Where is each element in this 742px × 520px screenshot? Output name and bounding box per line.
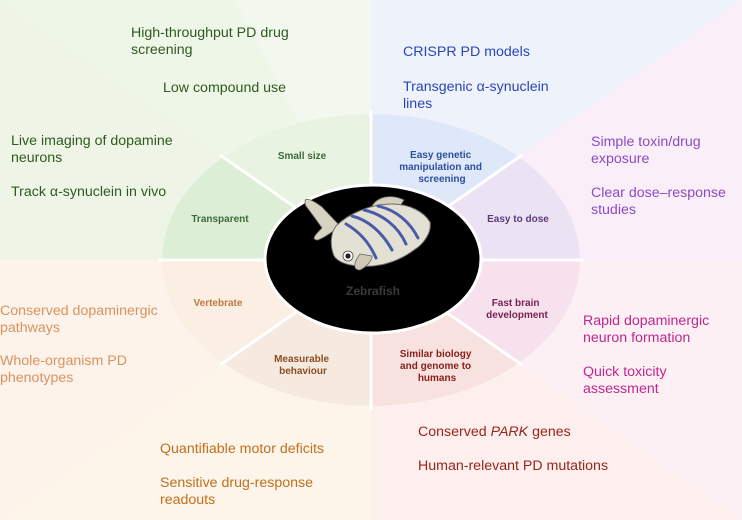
label-similar-biology: Similar biology and genome to humans [400,349,474,384]
center-label: Zebrafish [346,284,400,298]
zebrafish-icon [304,196,431,271]
label-fast-brain: Fast brain development [486,298,548,321]
label-measurable: Measurable behaviour [274,354,332,377]
label-small-size: Small size [278,151,327,162]
text-left-upper-2: Track α-synuclein in vivo [11,184,167,200]
text-bottom-right-1: Conserved PARK genes [418,424,571,440]
label-easy-dose: Easy to dose [487,214,549,225]
text-top-right-1: CRISPR PD models [403,44,530,60]
label-easy-genetic: Easy genetic manipulation and screening [399,150,485,185]
segment-labels: Small size Easy genetic manipulation and… [191,150,549,384]
text-bottom-left-1: Quantifiable motor deficits [160,441,325,457]
text-top-left-2: Low compound use [163,80,287,96]
text-bottom-right-2: Human-relevant PD mutations [418,458,609,474]
label-transparent: Transparent [191,214,249,225]
label-vertebrate: Vertebrate [194,298,243,309]
